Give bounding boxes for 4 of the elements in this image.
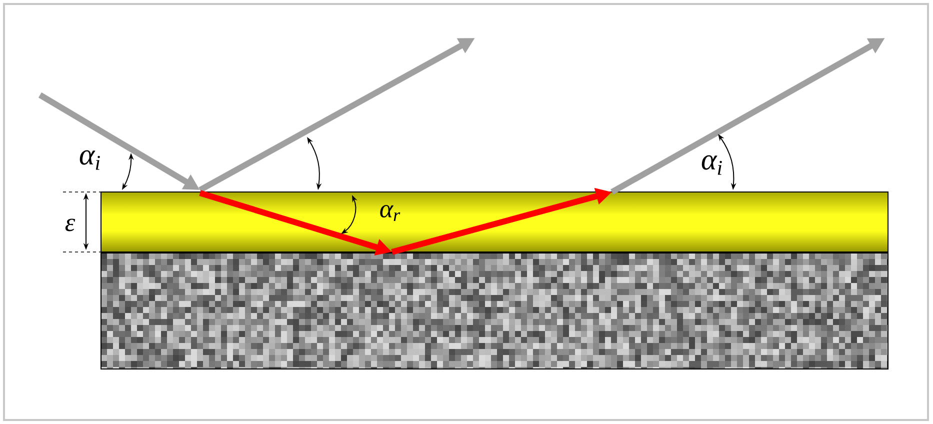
angle-label: α$_{i}$	[80, 150, 100, 170]
angle-label: α$_{i}$	[702, 155, 722, 175]
angle-label: ε	[65, 218, 76, 232]
angle-label: α$_{r}$	[380, 205, 400, 221]
